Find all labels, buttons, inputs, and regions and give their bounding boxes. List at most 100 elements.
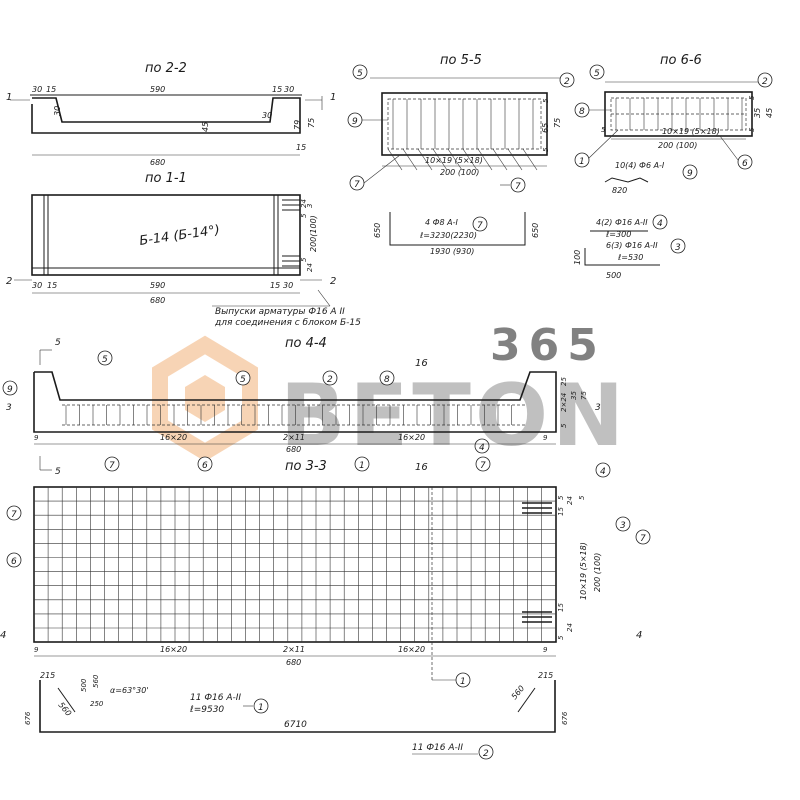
dim-16x20a: 16×20 (160, 645, 187, 654)
mark-9: 9 (682, 164, 698, 180)
dim-680: 680 (150, 158, 165, 167)
svg-text:5: 5 (240, 375, 246, 385)
cut-3-left: 3 (6, 403, 12, 413)
bottom-rod: 11 Ф16 А-II 2 (412, 743, 494, 760)
svg-text:6: 6 (11, 557, 17, 567)
rod-4-length: ℓ=300 (605, 230, 631, 239)
svg-text:2: 2 (762, 77, 768, 87)
dim-5a: 5 (748, 95, 756, 100)
rebar-outlets (282, 199, 300, 267)
mark-9: 9 (2, 380, 18, 396)
svg-text:7: 7 (477, 221, 483, 231)
section-1-1-title: по 1-1 (145, 171, 187, 186)
angle-label: α=63°30' (110, 686, 149, 695)
dim-9: 9 (34, 434, 39, 442)
stirrups-5-5 (387, 99, 538, 171)
mark-2: 2 (757, 72, 773, 88)
dim-30r: 30 (283, 281, 293, 290)
svg-text:6: 6 (202, 461, 208, 471)
svg-text:7: 7 (11, 510, 17, 520)
svg-text:2: 2 (327, 375, 333, 385)
section-1-1: по 1-1 Б-14 (Б-14°) 2 2 30 15 590 15 30 … (6, 171, 361, 328)
dim-30: 30 (32, 281, 42, 290)
dim-100: 100 (573, 250, 582, 265)
dim-15r: 15 (272, 85, 282, 94)
dim-16x20a: 16×20 (160, 433, 187, 442)
dim-35: 35 (753, 108, 762, 118)
dim-680: 680 (286, 445, 301, 454)
dim-200: 200 (100) (440, 168, 479, 177)
svg-text:1: 1 (359, 461, 365, 471)
mark-1: 1 (455, 672, 471, 688)
svg-text:4: 4 (600, 467, 606, 477)
dim-5: 5 (560, 423, 568, 428)
cut-5-top: 5 (55, 338, 61, 348)
dim-79: 79 (293, 120, 302, 130)
dim-15r: 15 (270, 281, 280, 290)
dim-676a: 676 (24, 711, 32, 725)
cut-4-right: 4 (636, 630, 642, 641)
rod-1-spec: 11 Ф16 А-II (190, 693, 241, 703)
dim-15: 15 (47, 281, 57, 290)
mark-3: 3 (615, 516, 631, 532)
rod-7-length: ℓ=3230(2230) (419, 231, 477, 240)
bar-1-detail: 215 560 500 560 250 α=63°30' 11 Ф16 А-II… (24, 671, 569, 733)
dim-15: 15 (557, 507, 565, 516)
dim-75: 75 (580, 391, 588, 400)
hatch-line (387, 148, 403, 171)
stirrups-6-6 (611, 98, 746, 130)
dim-5b: 5 (300, 257, 308, 262)
svg-text:2: 2 (564, 77, 570, 87)
dim-16x20b: 16×20 (398, 645, 425, 654)
section-2-2-title: по 2-2 (145, 61, 187, 76)
mark-2: 2 (559, 72, 575, 88)
top-label: 16 (415, 358, 428, 369)
rod-3-length: ℓ=530 (617, 253, 643, 262)
dim-215b: 215 (538, 671, 553, 680)
section-4-4-title: по 4-4 (285, 336, 327, 351)
dim-560a: 560 (56, 701, 73, 718)
dim-650a: 650 (373, 223, 382, 238)
section-4-4: по 4-4 16 5 5 5 9 2 8 4 7 6 1 7 3 3 9 16… (2, 336, 601, 477)
svg-text:7: 7 (109, 461, 115, 471)
svg-text:8: 8 (579, 107, 585, 117)
rod-9-spec: 10(4) Ф6 А-I (615, 161, 665, 170)
mark-5: 5 (589, 64, 605, 80)
mark-8: 8 (379, 370, 395, 386)
dim-676b: 676 (561, 711, 569, 725)
svg-text:9: 9 (352, 117, 358, 127)
dim-24: 24 (300, 199, 308, 208)
svg-text:6: 6 (742, 159, 748, 169)
dim-560c: 560 (510, 684, 527, 701)
hatch-line (507, 148, 523, 171)
rod-3-spec: 6(3) Ф16 А-II (606, 241, 658, 250)
dim-650b: 650 (531, 223, 540, 238)
dim-250: 250 (90, 700, 104, 708)
dim-25: 25 (560, 377, 568, 386)
watermark: 365 BETON (152, 320, 624, 466)
stirrups-4-4 (65, 405, 512, 425)
dim-45: 45 (201, 122, 210, 132)
section-3-3-title: по 3-3 (285, 459, 327, 474)
section-6-6: по 6-6 5 2 8 1 6 5 35 45 5 5 10×19 (5×18… (573, 53, 774, 280)
dim-spacing: 10×19 (5×18) (662, 127, 720, 136)
mark-5b: 5 (235, 370, 251, 386)
watermark-number: 365 (490, 320, 606, 371)
watermark-logo-icon (152, 335, 258, 462)
dim-6710: 6710 (284, 720, 307, 730)
mark-7b: 7 (510, 177, 526, 193)
svg-text:1: 1 (258, 703, 264, 713)
section-2-2: по 2-2 1 1 30 15 590 15 30 30 30 45 79 7… (6, 61, 336, 167)
dim-200: 200 (100) (658, 141, 697, 150)
mark-2: 2 (322, 370, 338, 386)
mark-1: 1 (253, 698, 269, 714)
dim-5b: 5 (542, 147, 550, 152)
cut-5-bottom: 5 (55, 467, 61, 477)
dim-30r: 30 (284, 85, 294, 94)
svg-text:3: 3 (620, 521, 626, 531)
dim-5a: 5 (557, 495, 565, 500)
dim-9b: 9 (543, 646, 548, 654)
section-3-3: по 3-3 4 3 7 7 6 1 4 4 9 16×20 2×11 16×2… (0, 459, 651, 688)
cut-1-right: 1 (330, 92, 336, 103)
